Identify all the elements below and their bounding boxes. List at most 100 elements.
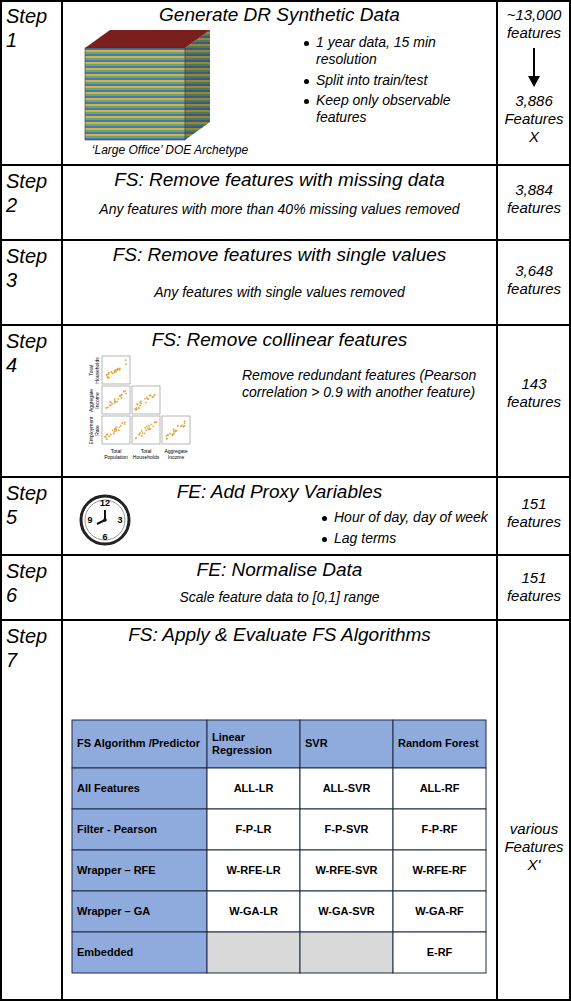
table-cell: W-GA-LR — [207, 891, 300, 932]
table-cell: F-P-SVR — [300, 809, 393, 850]
table-header-cell: All Features — [72, 768, 207, 809]
table-header-cell: Linear Regression — [207, 720, 300, 768]
table-cell-background — [300, 932, 393, 973]
table-cell: W-RFE-LR — [207, 850, 300, 891]
bullet-text: Lag terms — [334, 530, 492, 547]
table-cell-background — [393, 768, 486, 809]
table-cell: F-P-LR — [207, 809, 300, 850]
step-title: FS: Apply & Evaluate FS Algorithms — [66, 624, 493, 647]
axis-label: Employment Rate — [87, 415, 100, 445]
step-title: FS: Remove collinear features — [66, 329, 493, 352]
axis-label: Total Households — [87, 355, 100, 385]
table-cell-background — [300, 891, 393, 932]
clock-icon — [81, 496, 129, 544]
table-cell-background — [207, 932, 300, 973]
table-cell: W-GA-SVR — [300, 891, 393, 932]
clock-number: 6 — [98, 532, 112, 542]
bullet-item: 1 year data, 15 min resolution — [302, 34, 488, 68]
feature-count-cell: 3,884 features — [497, 165, 571, 240]
table-cell-background — [207, 850, 300, 891]
table-cell-background — [72, 850, 207, 891]
bullet-item: Keep only observable features — [302, 92, 488, 126]
feature-count: 3,884 features — [499, 181, 569, 217]
step-label-cell: Step 2 — [0, 165, 62, 240]
bullet-list: Hour of day, day of weekLag terms — [320, 509, 492, 551]
step-label-cell: Step 5 — [0, 477, 62, 555]
step-title: FE: Normalise Data — [66, 559, 493, 582]
table-cell-background — [207, 809, 300, 850]
table-cell-background — [207, 891, 300, 932]
bullet-dot — [322, 516, 327, 521]
axis-label: Aggregate Income — [87, 385, 100, 415]
table-cell-background — [300, 768, 393, 809]
feature-count-cell: ~13,000 features3,886 Features X — [497, 0, 571, 165]
table-cell-background — [72, 891, 207, 932]
step-number: Step 2 — [6, 169, 56, 217]
table-cell: W-RFE-SVR — [300, 850, 393, 891]
feature-count-cell: 151 features — [497, 555, 571, 620]
bullet-dot — [304, 41, 309, 46]
bullet-text: 1 year data, 15 min resolution — [316, 34, 488, 68]
table-cell: F-P-RF — [393, 809, 486, 850]
step-title: FS: Remove features with missing data — [66, 169, 493, 192]
step-label-cell: Step 3 — [0, 240, 62, 325]
step-content-cell: FS: Remove features with single valuesAn… — [62, 240, 497, 325]
bullet-text: Split into train/test — [316, 72, 488, 89]
step-title: FS: Remove features with single values — [66, 244, 493, 267]
step-label-cell: Step 4 — [0, 325, 62, 477]
feature-count: 143 features — [499, 375, 569, 411]
table-cell-background — [393, 809, 486, 850]
step-content-cell: Generate DR Synthetic Data 1 year data, 1… — [62, 0, 497, 165]
step-label-cell: Step 6 — [0, 555, 62, 620]
table-cell-background — [393, 850, 486, 891]
table-cell-background — [300, 850, 393, 891]
table-cell-background — [393, 891, 486, 932]
feature-count: 3,886 Features X — [499, 92, 569, 146]
step-number: Step 4 — [6, 329, 56, 377]
table-header-cell: Random Forest — [393, 720, 486, 768]
table-cell-background — [72, 768, 207, 809]
step-number: Step 7 — [6, 624, 56, 672]
step-content-cell: FE: Normalise DataScale feature data to … — [62, 555, 497, 620]
axis-label: Aggregate Income — [161, 447, 191, 460]
table-cell-background — [72, 720, 207, 768]
table-header-cell: Embedded — [72, 932, 207, 973]
building-layers-illustration — [85, 30, 210, 140]
table-cell: ALL-RF — [393, 768, 486, 809]
algorithm-table — [72, 720, 486, 973]
feature-count-cell: 3,648 features — [497, 240, 571, 325]
scatter-dots — [104, 359, 185, 440]
step-title: FE: Add Proxy Variables — [66, 481, 493, 504]
clock-number: 3 — [113, 515, 127, 525]
step-label-cell: Step 1 — [0, 0, 62, 165]
step-number: Step 6 — [6, 559, 56, 607]
bullet-item: Lag terms — [320, 530, 492, 547]
table-cell-background — [72, 932, 207, 973]
table-cell: ALL-SVR — [300, 768, 393, 809]
bullet-text: Hour of day, day of week — [334, 509, 492, 526]
clock-number: 12 — [98, 498, 112, 508]
step-content-cell: FE: Add Proxy VariablesHour of day, day … — [62, 477, 497, 555]
feature-count: various Features X' — [499, 820, 569, 874]
image-caption: ‘Large Office’ DOE Archetype — [70, 143, 270, 157]
step-description: Scale feature data to [0,1] range — [78, 589, 481, 606]
step-description: Any features with single values removed — [78, 284, 481, 301]
table-cell: W-RFE-RF — [393, 850, 486, 891]
axis-label: Total Households — [131, 447, 161, 460]
step-title: Generate DR Synthetic Data — [66, 4, 493, 27]
table-cell-background — [300, 809, 393, 850]
feature-count: 151 features — [499, 495, 569, 531]
table-cell: W-GA-RF — [393, 891, 486, 932]
feature-count-cell: 151 features — [497, 477, 571, 555]
axis-label: Total Population — [101, 447, 131, 460]
table-header-cell: Filter - Pearson — [72, 809, 207, 850]
bullet-dot — [304, 99, 309, 104]
table-header-cell: Wrapper – RFE — [72, 850, 207, 891]
reduction-arrow — [528, 48, 540, 87]
bullet-dot — [322, 537, 327, 542]
table-cell-background — [72, 809, 207, 850]
bullet-list: 1 year data, 15 min resolutionSplit into… — [302, 34, 488, 130]
